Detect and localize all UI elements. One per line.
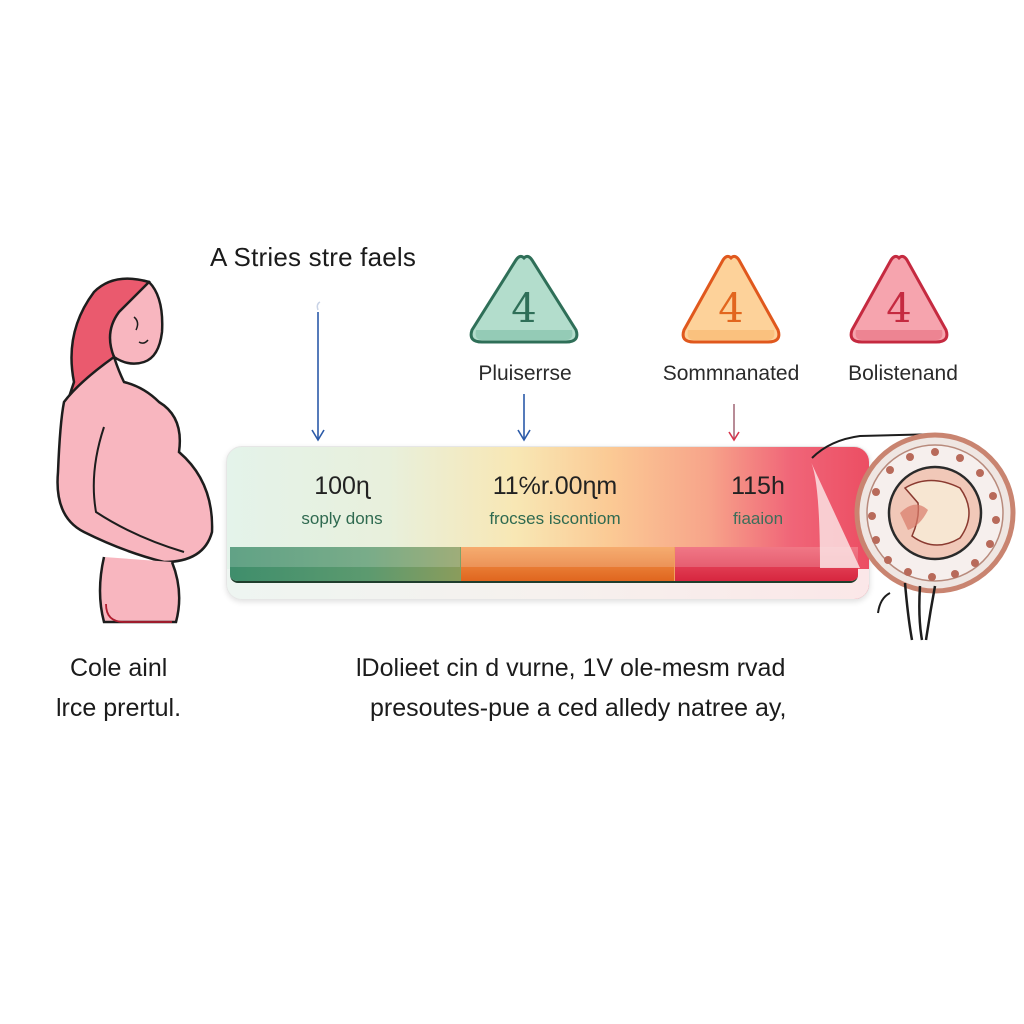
arrow-down-icon [728, 404, 740, 442]
stage-warning-triangle-icon [849, 254, 949, 344]
segment-orange [460, 547, 674, 581]
metric-value: 100ɳ [314, 472, 370, 500]
segment-green [230, 547, 460, 581]
metric-value: 11℅r.00ɳm [492, 472, 618, 500]
description-line1: lDolieet cin d vurne, 1V ole-mesm rvad [356, 654, 786, 682]
stage-number: 4 [511, 286, 537, 332]
description-line2: presoutes-pue a ced alledy natree ay, [370, 694, 787, 722]
stage-warning-triangle-icon [681, 254, 781, 344]
timeline-card [226, 446, 870, 600]
stage-label: Bolistenand [848, 362, 958, 385]
metric-label: soply dons [301, 509, 383, 528]
figure-caption-line2: lrce prertul. [56, 694, 182, 722]
metric-label: fiaaion [732, 509, 784, 528]
stage-number: 4 [886, 286, 912, 332]
stage-label: Pluiserrse [478, 362, 572, 385]
seal-illustration-icon [810, 432, 1016, 641]
arrow-down-icon [517, 394, 531, 442]
figure-caption-line1: Cole ainl [70, 654, 168, 682]
arrow-down-icon [311, 301, 325, 442]
diagram-title: A Stries stre faels [210, 242, 417, 272]
stage-number: 4 [718, 286, 744, 332]
stage-label: Sommnanated [662, 362, 800, 385]
metric-value: 115h [731, 472, 785, 500]
progress-bar [230, 547, 858, 583]
metric-label: frocses iscontiom [489, 509, 621, 528]
pregnant-woman-illustration-icon [56, 277, 214, 624]
stage-warning-triangle-icon [469, 254, 579, 344]
